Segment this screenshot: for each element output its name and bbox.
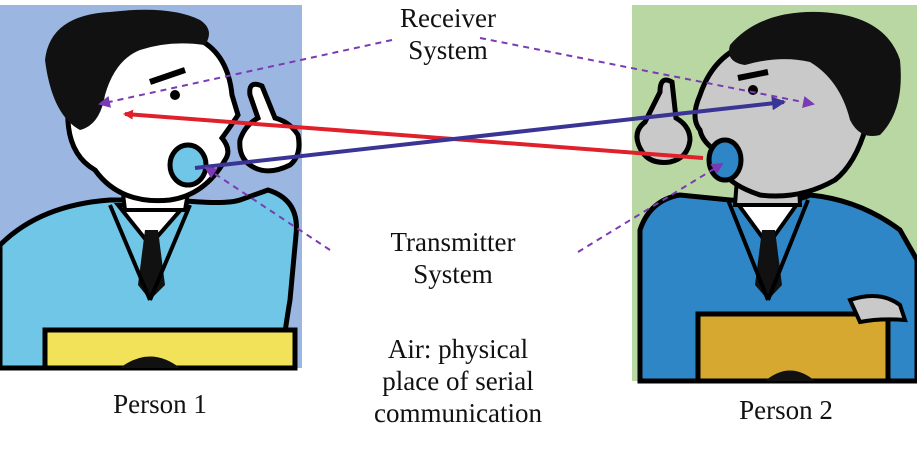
person2-arm-rest <box>847 294 908 325</box>
person1-mouth <box>167 142 209 188</box>
receiver-system-label: Receiver System <box>368 2 528 66</box>
receiver-pointer-right <box>479 37 815 108</box>
air-medium-label: Air: physical place of serial communicat… <box>348 333 568 429</box>
air-label-line-3: communication <box>374 398 542 428</box>
person2-lapels <box>726 199 810 301</box>
person1-eye <box>170 90 180 100</box>
red-signal-arrow <box>123 109 704 160</box>
person2-eye <box>748 85 758 95</box>
person1-hand <box>237 81 302 174</box>
transmitter-label-line-1: Transmitter <box>390 227 516 257</box>
person1-hair <box>45 9 209 130</box>
person2-mouth <box>706 137 744 183</box>
person2-hair <box>729 11 901 136</box>
person1-podium-handle <box>120 356 180 368</box>
transmitter-label-line-2: System <box>413 259 493 289</box>
receiver-label-line-1: Receiver <box>400 3 496 33</box>
person1-lapels <box>108 204 192 301</box>
blue-signal-arrow <box>194 96 786 170</box>
person1-illustration <box>0 5 302 371</box>
air-label-line-1: Air: physical <box>387 334 529 364</box>
person2-illustration <box>632 5 917 384</box>
person1-label: Person 1 <box>113 389 207 419</box>
receiver-label-line-2: System <box>408 35 488 65</box>
transmitter-pointer-left <box>204 166 331 251</box>
air-label-line-2: place of serial <box>382 366 534 396</box>
person2-eyebrow <box>737 69 769 81</box>
person2-podium-handle <box>765 370 815 381</box>
person1-eyebrow <box>149 67 186 85</box>
transmitter-system-label: Transmitter System <box>358 226 548 290</box>
receiver-pointer-left <box>98 39 393 108</box>
person2-label: Person 2 <box>739 395 833 425</box>
person2-hand <box>634 77 693 165</box>
